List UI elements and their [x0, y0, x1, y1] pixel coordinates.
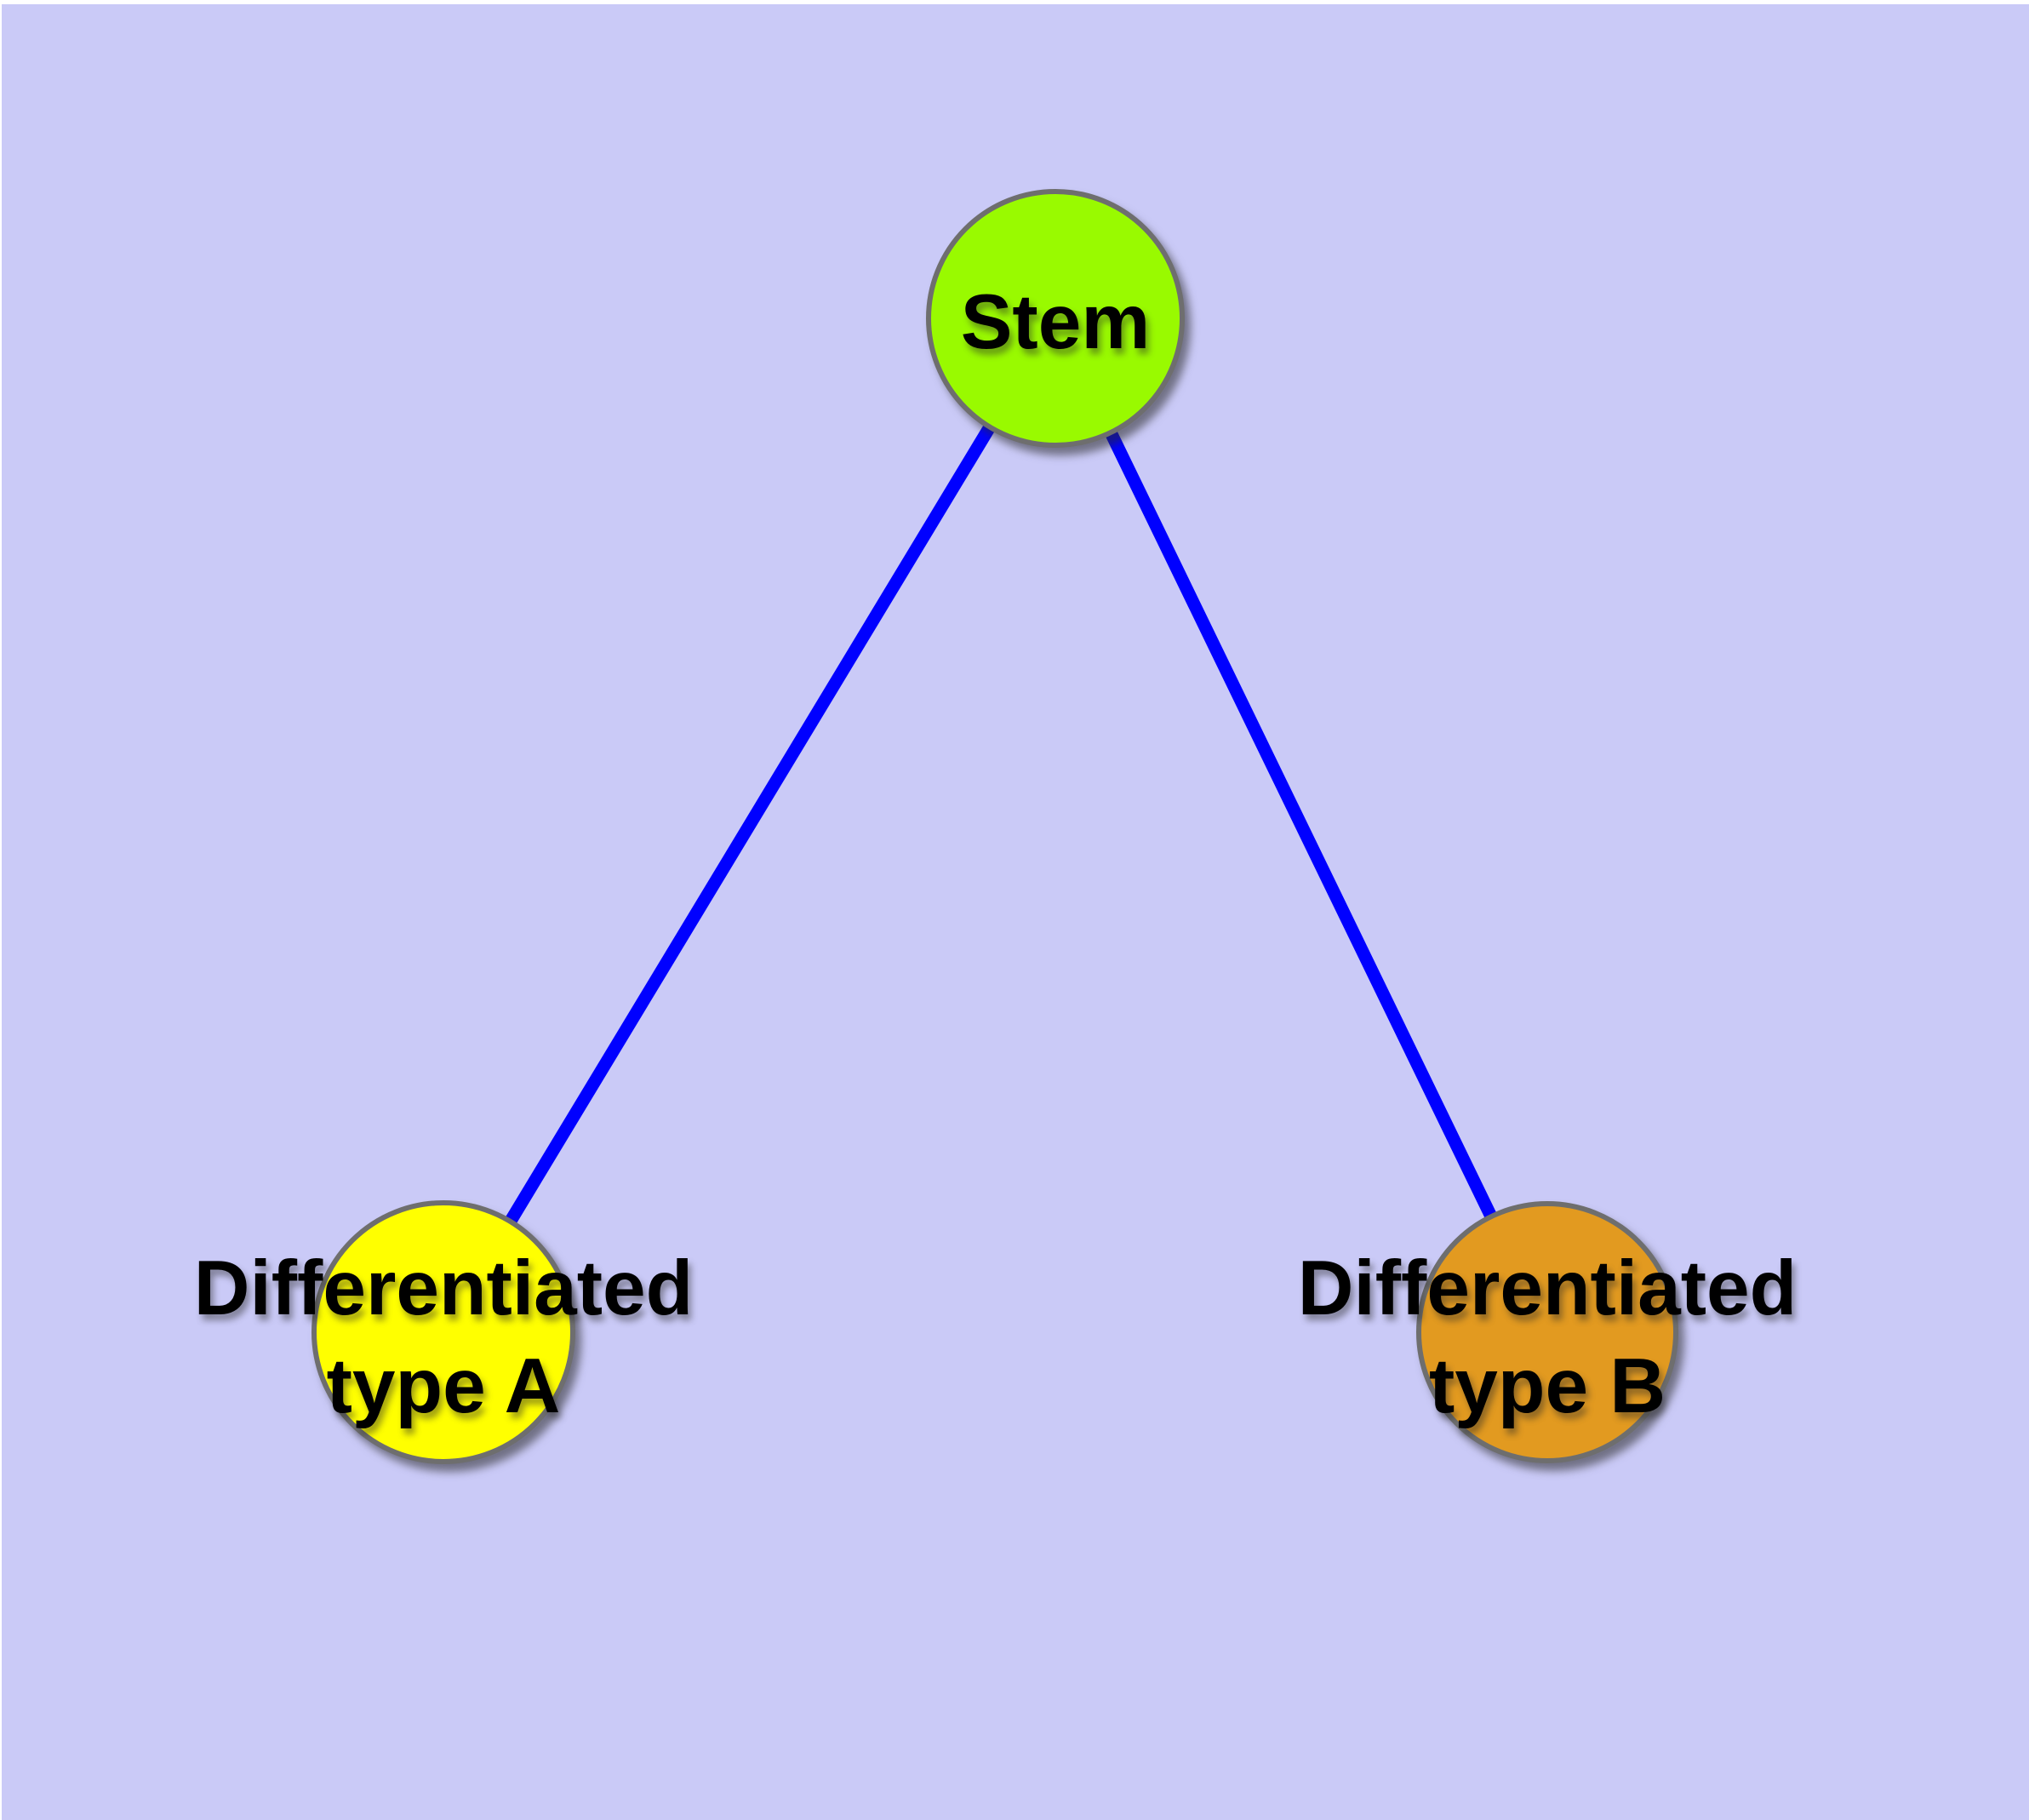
node-type-b-label-line2: type B — [1429, 1343, 1666, 1429]
edge-stem-to-type-b — [1049, 315, 1553, 1336]
edge-stem-to-type-a — [437, 315, 1061, 1336]
node-stem — [926, 189, 1185, 448]
node-type-a-label-line1: Differentiated — [194, 1245, 694, 1331]
node-type-a-label-line2: type A — [327, 1343, 561, 1429]
node-stem-label: Stem — [961, 279, 1151, 365]
node-differentiated-type-b — [1416, 1201, 1678, 1463]
node-differentiated-type-a — [311, 1200, 575, 1464]
node-type-b-label-line1: Differentiated — [1298, 1245, 1798, 1331]
